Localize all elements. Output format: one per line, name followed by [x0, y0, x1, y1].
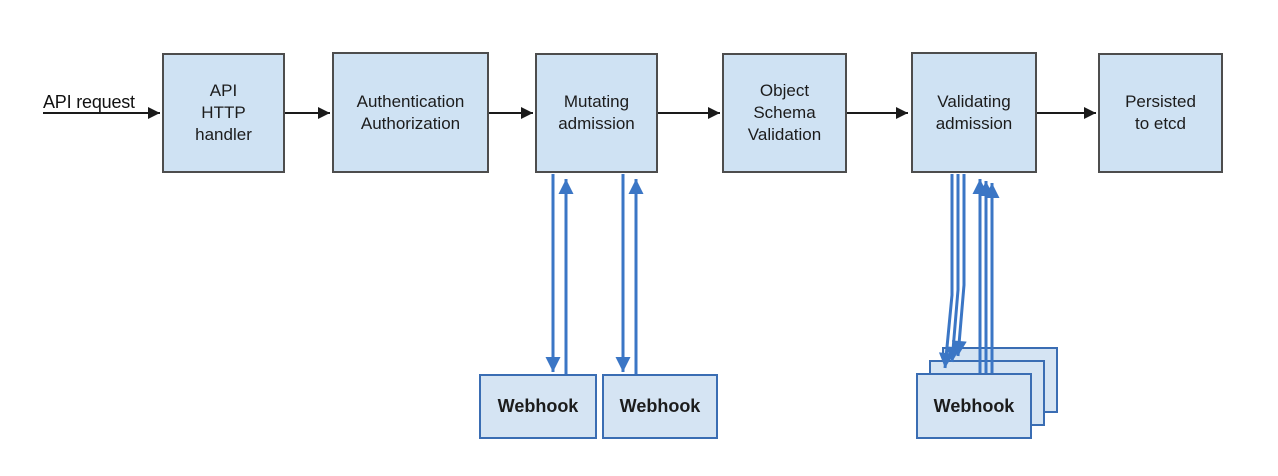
validating-webhook-arrows [938, 174, 1000, 374]
stage-label-line: API [209, 81, 238, 100]
stage-validating-admission: Validating admission [911, 52, 1037, 173]
mutating-webhook-arrows [545, 174, 644, 374]
stage-label: API HTTP handler [195, 80, 252, 146]
stage-label-line: Mutating [563, 92, 630, 111]
stage-label-line: admission [558, 114, 635, 133]
stage-authentication-authorization: Authentication Authorization [332, 52, 489, 173]
stage-label: Validating admission [936, 91, 1013, 135]
stage-object-schema-validation: Object Schema Validation [722, 53, 847, 173]
mutating-webhook-box-2: Webhook [602, 374, 718, 439]
stage-label-line: Object [759, 81, 810, 100]
stage-label-line: admission [935, 113, 1013, 133]
stage-label: Object Schema Validation [748, 80, 821, 146]
stage-label-line: Schema [753, 103, 816, 122]
api-request-label: API request [43, 92, 135, 112]
stage-persisted-to-etcd: Persisted to etcd [1098, 53, 1223, 173]
webhook-label: Webhook [619, 396, 701, 416]
webhook-call-arrow-down [938, 174, 954, 369]
webhook-label: Webhook [933, 395, 1015, 416]
stage-mutating-admission: Mutating admission [535, 53, 658, 173]
stage-label-line: to etcd [1134, 114, 1187, 133]
stage-label-line: HTTP [201, 103, 246, 122]
webhook-call-arrow-down [951, 174, 967, 357]
stage-label: Authentication Authorization [357, 91, 465, 135]
stage-label: Persisted to etcd [1125, 91, 1196, 135]
stage-label-line: Persisted [1125, 92, 1196, 111]
mutating-webhook-box-1: Webhook [479, 374, 597, 439]
webhook-call-arrow-down [945, 174, 961, 363]
stage-api-http-handler: API HTTP handler [162, 53, 285, 173]
stage-label: Mutating admission [558, 91, 635, 135]
stage-label-line: Validation [747, 125, 822, 144]
stage-label-line: Validating [937, 91, 1011, 111]
stage-label-line: Authorization [360, 113, 461, 133]
validating-webhook-stack-front: Webhook [916, 373, 1032, 439]
webhook-label: Webhook [497, 396, 579, 416]
stage-label-line: Authentication [356, 91, 465, 111]
stage-label-line: handler [195, 125, 252, 144]
